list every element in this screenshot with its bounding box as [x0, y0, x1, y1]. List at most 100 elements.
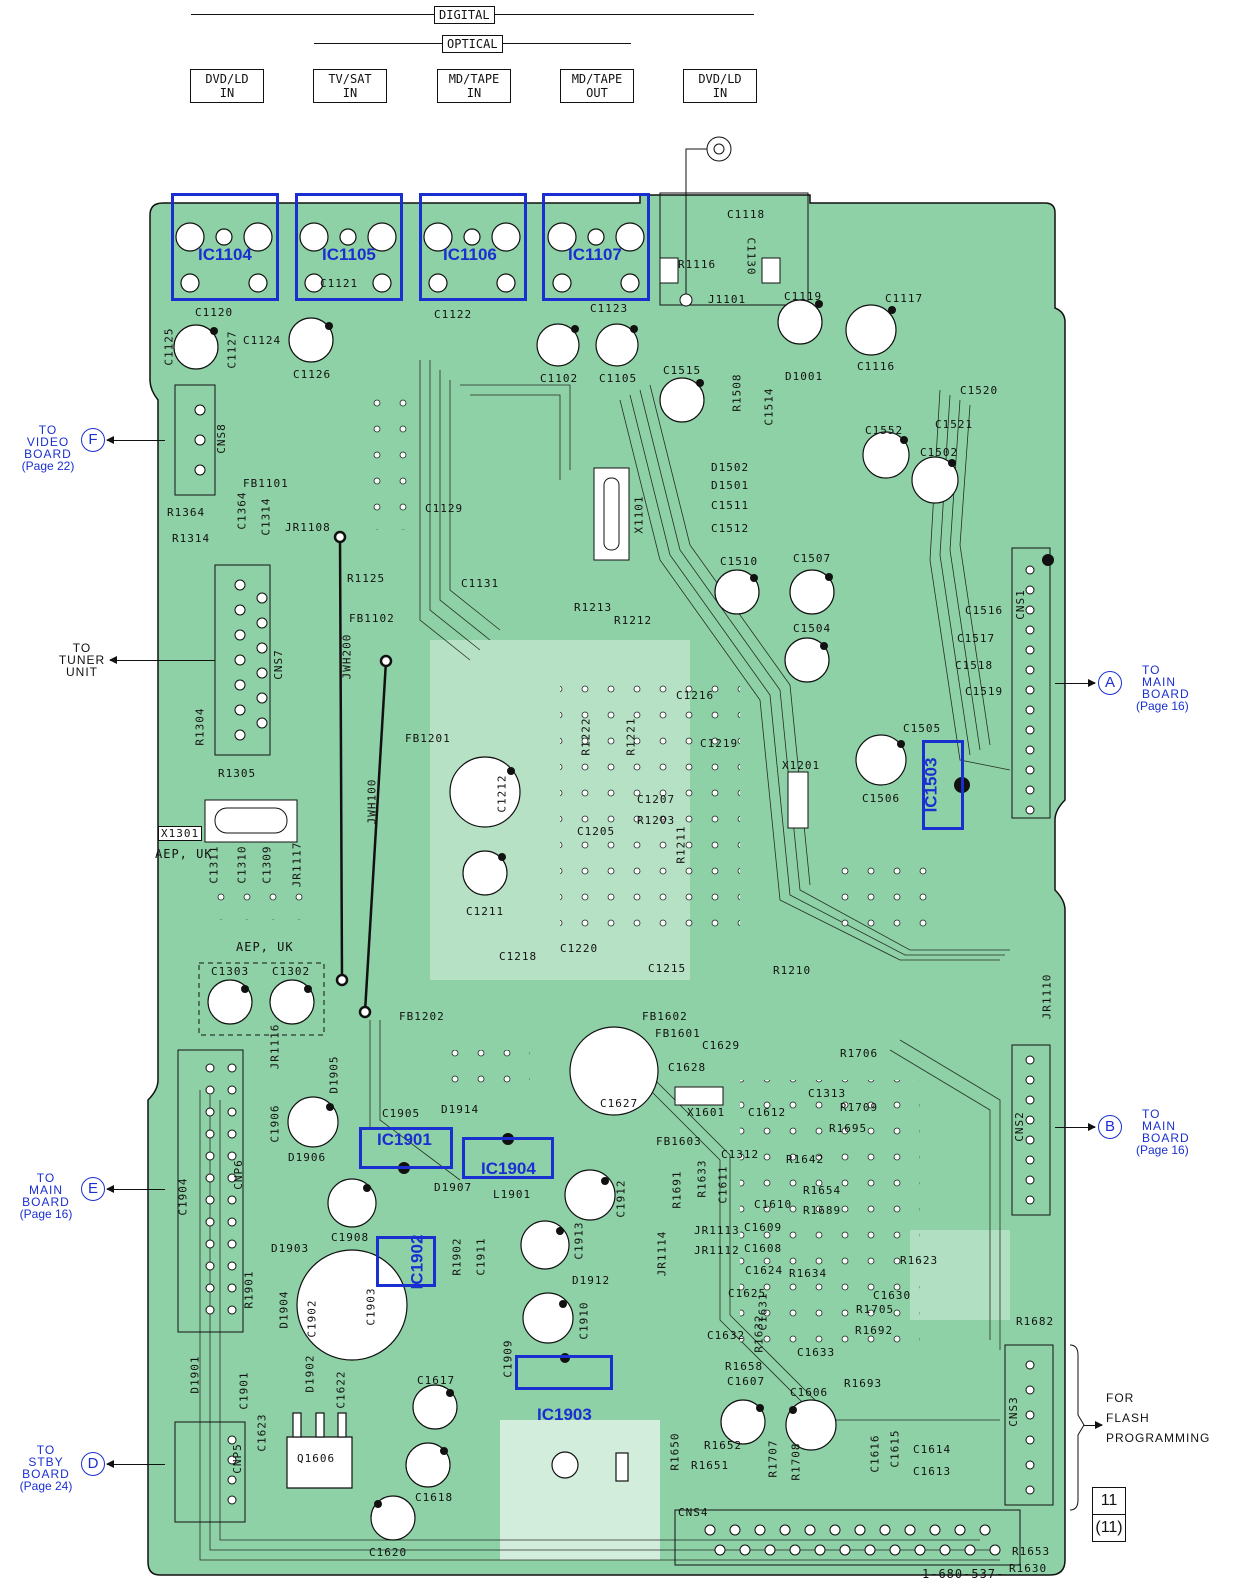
comp-jr1114: JR1114	[655, 1230, 669, 1277]
comp-d1903: D1903	[271, 1242, 310, 1255]
ic1904-label: IC1904	[481, 1159, 536, 1178]
tuner-note-line3: UNIT	[66, 665, 98, 679]
comp-cns3: CNS3	[1006, 1396, 1020, 1427]
comp-r1901: R1901	[242, 1270, 256, 1309]
comp-d1902: D1902	[303, 1354, 317, 1393]
comp-d1904: D1904	[277, 1290, 291, 1329]
main-e-note-line3: BOARD	[22, 1195, 70, 1209]
ic1106-outline	[419, 193, 527, 301]
comp-c1124: C1124	[243, 334, 282, 347]
comp-c1219: C1219	[700, 737, 739, 750]
tuner-note-to: TO	[72, 641, 92, 655]
comp-jr1108: JR1108	[285, 521, 331, 534]
main-a-note-line2: MAIN	[1142, 675, 1176, 689]
comp-c1505: C1505	[903, 722, 942, 735]
comp-c1616: C1616	[868, 1434, 882, 1473]
comp-c1102: C1102	[540, 372, 579, 385]
comp-c1506: C1506	[862, 792, 901, 805]
input-label-1-line2: IN	[219, 86, 235, 100]
stby-board-note: TO STBY BOARD (Page 24)	[16, 1444, 76, 1492]
main-b-note-page: (Page 16)	[1136, 1143, 1189, 1157]
main-a-marker: A	[1098, 671, 1122, 695]
comp-c1215: C1215	[648, 962, 687, 975]
comp-r1222: R1222	[579, 717, 593, 756]
comp-c1608: C1608	[744, 1242, 783, 1255]
main-e-marker: E	[81, 1177, 105, 1201]
comp-c1514: C1514	[762, 387, 776, 426]
comp-r1707: R1707	[766, 1439, 780, 1478]
main-b-marker: B	[1098, 1115, 1122, 1139]
comp-r1364: R1364	[167, 506, 206, 519]
comp-c1617: C1617	[417, 1374, 456, 1387]
comp-r1203: R1203	[637, 814, 676, 827]
comp-c1628: C1628	[668, 1061, 707, 1074]
input-label-4-line1: MD/TAPE	[571, 72, 623, 86]
comp-d1912: D1912	[572, 1274, 611, 1287]
comp-r1691: R1691	[670, 1170, 684, 1209]
main-e-note: TO MAIN BOARD (Page 16)	[16, 1172, 76, 1220]
comp-c1905: C1905	[382, 1107, 421, 1120]
comp-aep-uk-2: AEP, UK	[236, 940, 294, 954]
comp-c1520: C1520	[960, 384, 999, 397]
comp-c1312: C1312	[721, 1148, 760, 1161]
comp-fb1601: FB1601	[655, 1027, 701, 1040]
comp-c1911: C1911	[474, 1237, 488, 1276]
comp-d1001: D1001	[785, 370, 824, 383]
input-label-2-line1: TV/SAT	[328, 72, 372, 86]
ic1107-outline	[542, 193, 650, 301]
comp-fb1102: FB1102	[349, 612, 395, 625]
comp-c1303: C1303	[211, 965, 250, 978]
comp-c1908: C1908	[331, 1231, 370, 1244]
main-b-note-line3: BOARD	[1142, 1131, 1190, 1145]
comp-c1913: C1913	[572, 1221, 586, 1260]
flash-note-line1: FOR	[1106, 1391, 1135, 1405]
comp-c1302: C1302	[272, 965, 311, 978]
comp-r1654: R1654	[803, 1184, 842, 1197]
comp-c1902: C1902	[305, 1299, 319, 1338]
comp-c1632: C1632	[707, 1329, 746, 1342]
comp-c1624: C1624	[745, 1264, 784, 1277]
comp-c1507: C1507	[793, 552, 832, 565]
main-a-arrow	[1055, 679, 1096, 687]
comp-c1612: C1612	[748, 1106, 787, 1119]
comp-c1121: C1121	[320, 277, 359, 290]
ic1106-label: IC1106	[443, 245, 497, 264]
input-label-1: DVD/LD IN	[190, 69, 264, 103]
stby-note-line3: BOARD	[22, 1467, 70, 1481]
comp-c1120: C1120	[195, 306, 234, 319]
comp-cns1: CNS1	[1013, 589, 1027, 620]
comp-r1221: R1221	[624, 717, 638, 756]
comp-r1652: R1652	[704, 1439, 743, 1452]
comp-c1116: C1116	[857, 360, 896, 373]
ic1902-outline	[376, 1236, 436, 1287]
video-board-note: TO VIDEO BOARD (Page 22)	[20, 424, 76, 472]
comp-r1305: R1305	[218, 767, 257, 780]
comp-r1210: R1210	[773, 964, 812, 977]
comp-r1689: R1689	[803, 1204, 842, 1217]
main-b-arrow	[1055, 1123, 1096, 1131]
comp-cns4: CNS4	[678, 1506, 709, 1519]
comp-c1364: C1364	[235, 491, 249, 530]
comp-c1906: C1906	[268, 1104, 282, 1143]
comp-c1511: C1511	[711, 499, 750, 512]
comp-c1903: C1903	[364, 1287, 378, 1326]
comp-c1611: C1611	[716, 1165, 730, 1204]
comp-c1515: C1515	[663, 364, 702, 377]
comp-c1521: C1521	[935, 418, 974, 431]
comp-c1220: C1220	[560, 942, 599, 955]
comp-c1910: C1910	[577, 1301, 591, 1340]
comp-c1517: C1517	[957, 632, 996, 645]
comp-c1122: C1122	[434, 308, 473, 321]
stby-note-line2: STBY	[28, 1455, 64, 1469]
main-e-note-to: TO	[36, 1171, 56, 1185]
comp-c1625: C1625	[728, 1287, 767, 1300]
comp-j1101: J1101	[708, 293, 747, 306]
main-a-note: TO MAIN BOARD (Page 16)	[1132, 664, 1208, 712]
comp-cnp6: CNP6	[231, 1159, 245, 1190]
comp-d1906: D1906	[288, 1151, 327, 1164]
page-number-top: 11	[1092, 1487, 1126, 1515]
comp-c1129: C1129	[425, 502, 464, 515]
comp-c1519: C1519	[965, 685, 1004, 698]
comp-c1615: C1615	[888, 1429, 902, 1468]
